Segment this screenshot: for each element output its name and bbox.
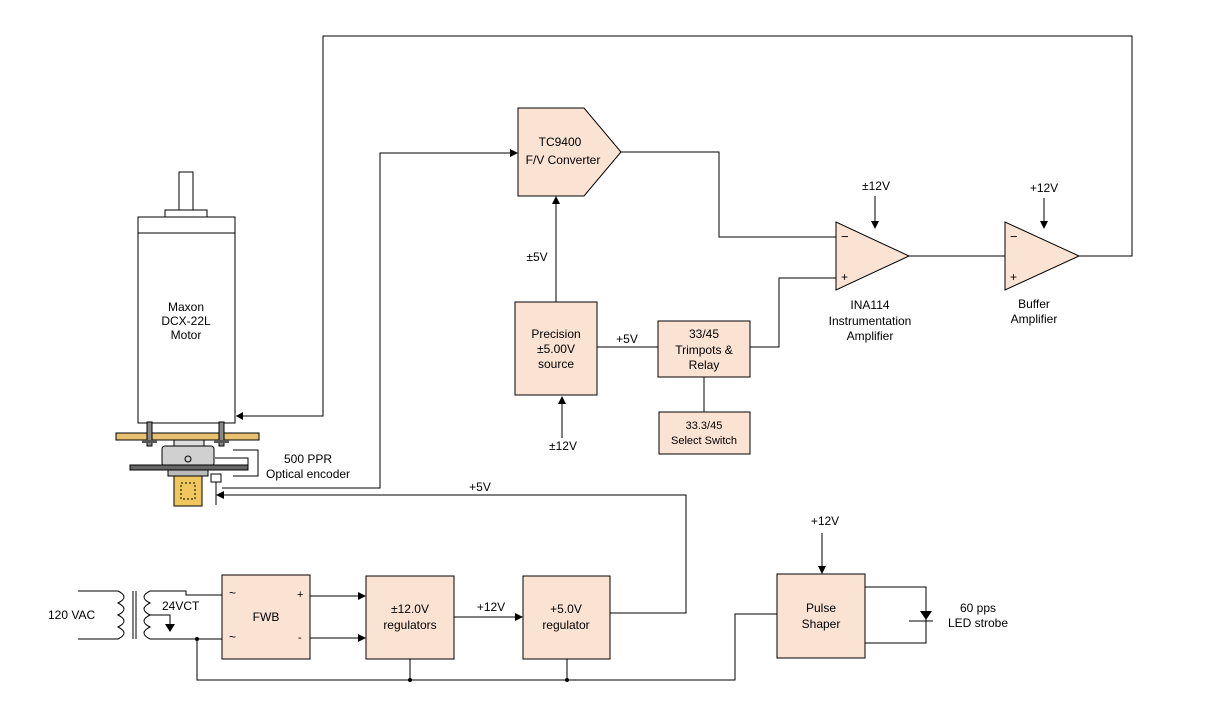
strobe-line2: LED strobe xyxy=(948,616,1008,630)
reg12-line2: regulators xyxy=(383,618,436,632)
ina114-minus: − xyxy=(841,229,849,244)
trimpots-line2: Trimpots & xyxy=(675,343,733,357)
fwb-minus: - xyxy=(298,632,302,644)
fwb-block: ~ ~ + - FWB xyxy=(221,574,311,660)
reg5-line1: +5.0V xyxy=(550,602,582,616)
trimpots-line1: 33/45 xyxy=(689,327,719,341)
ina114-plus: + xyxy=(841,270,848,284)
fwb-ac1: ~ xyxy=(229,586,236,600)
reg12-line1: ±12.0V xyxy=(391,602,429,616)
fv-converter-line1: TC9400 xyxy=(539,135,582,149)
reg-link-label: +12V xyxy=(477,600,505,614)
select-switch-line1: 33.3/45 xyxy=(686,420,723,432)
trimpots-block: 33/45 Trimpots & Relay xyxy=(657,320,751,378)
wiring xyxy=(195,35,1133,682)
ina-supply-label: ±12V xyxy=(862,179,890,193)
ina114-label-line2: Instrumentation xyxy=(829,314,912,328)
fv-converter-block: TC9400 F/V Converter xyxy=(517,107,622,197)
buffer-supply-label: +12V xyxy=(1030,181,1058,195)
encoder-assembly: 500 PPR Optical encoder xyxy=(115,421,350,507)
mains-label: 120 VAC xyxy=(48,608,95,622)
buffer-label-line2: Amplifier xyxy=(1011,312,1058,326)
motor: Maxon DCX-22L Motor xyxy=(137,171,236,424)
ina114-amplifier: − + INA114 Instrumentation Amplifier xyxy=(829,221,912,343)
encoder-label-line1: 500 PPR xyxy=(284,452,332,466)
encoder-supply-label: +5V xyxy=(469,480,491,494)
strobe-line1: 60 pps xyxy=(960,601,996,615)
fv-supply-label: ±5V xyxy=(526,250,547,264)
fv-converter-line2: F/V Converter xyxy=(526,153,601,167)
ina114-label-line1: INA114 xyxy=(850,298,889,312)
pulse-shaper-block: Pulse Shaper xyxy=(776,573,866,659)
transformer-label: 24VCT xyxy=(162,599,200,613)
encoder-label-line2: Optical encoder xyxy=(266,467,350,481)
precision-source-line3: source xyxy=(538,357,574,371)
led-strobe: 60 pps LED strobe xyxy=(865,586,1008,644)
buffer-label-line1: Buffer xyxy=(1018,297,1050,311)
motor-label-line2: DCX-22L xyxy=(161,314,211,328)
pulse-supply-label: +12V xyxy=(811,514,839,528)
motor-label-line3: Motor xyxy=(171,328,202,342)
buffer-amplifier: − + Buffer Amplifier xyxy=(1004,221,1081,326)
source-out-label: +5V xyxy=(616,332,638,346)
precision-source-line1: Precision xyxy=(531,327,580,341)
fwb-ac2: ~ xyxy=(229,630,236,644)
fwb-plus: + xyxy=(297,589,303,601)
trimpots-line3: Relay xyxy=(689,358,720,372)
ina114-label-line3: Amplifier xyxy=(847,329,894,343)
rail-labels: ±5V ±12V +5V ±12V +12V +5V +12V +12V xyxy=(469,179,1058,614)
motor-label-line1: Maxon xyxy=(168,300,204,314)
source-supply-label: ±12V xyxy=(549,439,577,453)
pulse-shaper-line2: Shaper xyxy=(802,617,841,631)
select-switch-block: 33.3/45 Select Switch xyxy=(658,411,751,455)
reg5-block: +5.0V regulator xyxy=(522,575,611,660)
precision-source-block: Precision ±5.00V source xyxy=(514,301,598,396)
reg12-block: ±12.0V regulators xyxy=(365,575,455,660)
select-switch-line2: Select Switch xyxy=(671,435,737,447)
precision-source-line2: ±5.00V xyxy=(537,342,575,356)
led-diode-icon xyxy=(920,611,932,620)
pulse-shaper-line1: Pulse xyxy=(806,601,836,615)
buffer-minus: − xyxy=(1010,229,1018,244)
fwb-label: FWB xyxy=(253,610,280,624)
transformer: 120 VAC 24VCT xyxy=(48,590,222,640)
reg5-line2: regulator xyxy=(542,618,589,632)
buffer-plus: + xyxy=(1010,270,1017,284)
